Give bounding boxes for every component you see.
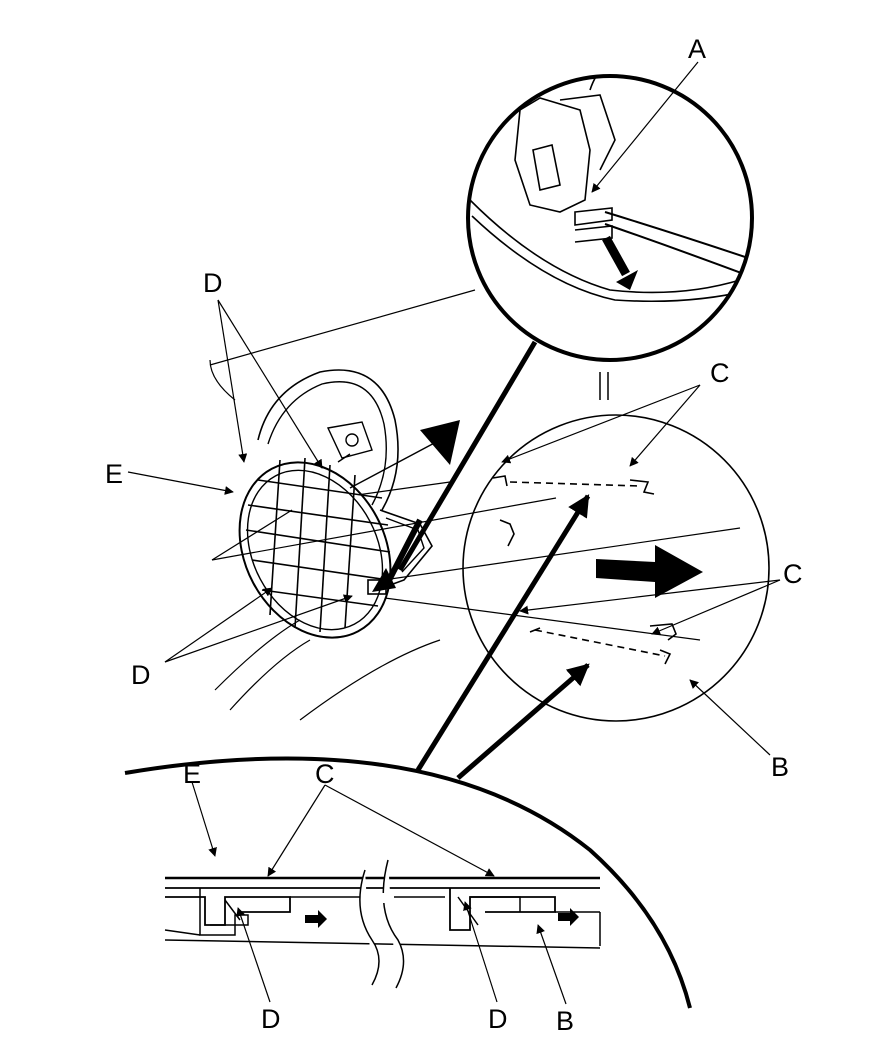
callout-b: B xyxy=(556,1006,574,1036)
lid-back-drawing xyxy=(492,475,677,665)
leader-c xyxy=(211,509,293,561)
detail-pointer-arrow xyxy=(415,494,591,772)
slide-arrow xyxy=(305,910,327,928)
callout-labels: A C C B D E D E C D D B xyxy=(105,34,803,1036)
leader-d xyxy=(164,587,273,663)
projection-line xyxy=(349,481,451,497)
leader-d xyxy=(463,901,498,1003)
leader-e xyxy=(191,781,217,857)
detail-view-lid-back xyxy=(462,414,770,722)
callout-b: B xyxy=(771,752,789,782)
leader-d xyxy=(217,299,323,469)
leader-lines xyxy=(127,61,781,1005)
callout-d: D xyxy=(203,268,223,298)
leader-d xyxy=(236,907,271,1003)
leader-b xyxy=(689,679,771,756)
fuel-lid-assembly xyxy=(209,359,460,721)
filler-hinge xyxy=(326,421,373,459)
leader-c xyxy=(211,497,557,561)
callout-c: C xyxy=(315,759,335,789)
detail-pointer-top xyxy=(397,340,538,572)
leader-d xyxy=(217,299,248,463)
slide-arrow xyxy=(558,908,579,926)
projection-line xyxy=(369,527,741,583)
slide-direction-arrow xyxy=(596,545,703,598)
body-panel-line xyxy=(209,289,476,366)
leader-c xyxy=(324,784,495,877)
leader-a xyxy=(591,61,699,193)
fuel-lid-panel xyxy=(238,461,392,639)
open-direction-arrowhead xyxy=(420,420,460,465)
callout-c: C xyxy=(783,559,803,589)
leader-c xyxy=(629,384,701,467)
fuel-filler-opening xyxy=(257,369,399,511)
pull-direction-arrow xyxy=(602,235,630,277)
leader-e xyxy=(127,471,234,495)
cross-section-boundary xyxy=(124,756,692,1009)
leader-c xyxy=(501,384,701,464)
cross-section-drawing xyxy=(164,859,601,989)
detail-pointer-arrow xyxy=(456,663,590,780)
lid-hinge-arm xyxy=(379,509,433,589)
pull-direction-arrowhead xyxy=(616,270,638,290)
cross-section-view xyxy=(124,756,692,1009)
leader-c xyxy=(651,579,781,635)
leader-b xyxy=(536,924,567,1005)
projection-line xyxy=(369,595,701,641)
callout-d: D xyxy=(488,1004,508,1034)
detail-circle-top xyxy=(466,74,754,362)
callout-e: E xyxy=(183,759,201,789)
detail-view-clip-release xyxy=(466,74,754,362)
callout-d: D xyxy=(261,1004,281,1034)
callout-c: C xyxy=(710,358,730,388)
callout-d: D xyxy=(131,660,151,690)
callout-e: E xyxy=(105,459,123,489)
callout-a: A xyxy=(688,34,706,64)
leader-d xyxy=(164,594,353,663)
pointer-arrowhead xyxy=(372,568,396,592)
leader-c xyxy=(519,579,781,615)
leader-c xyxy=(267,784,326,877)
